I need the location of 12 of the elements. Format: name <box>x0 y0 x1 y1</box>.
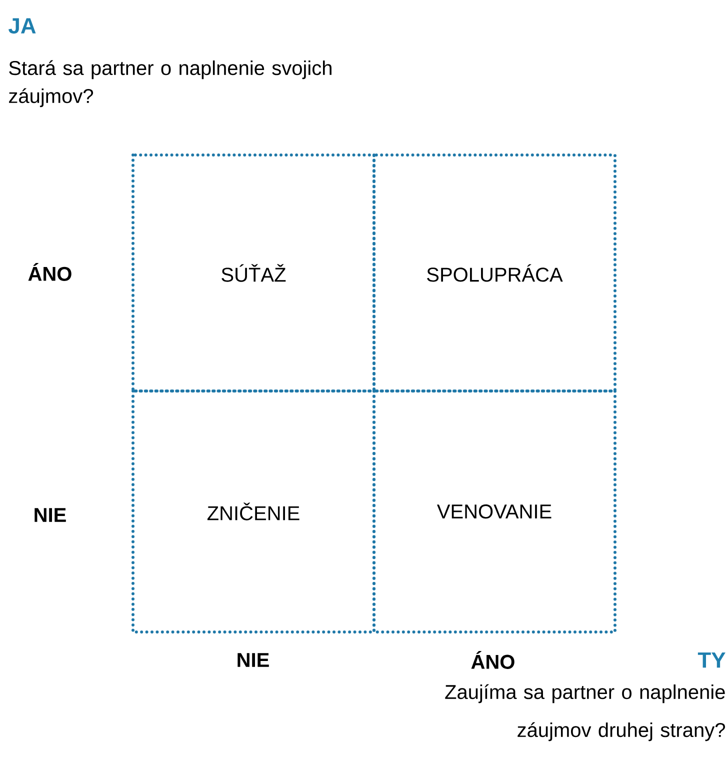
axis-title: TY <box>698 652 726 668</box>
axis-value: NIE <box>238 653 269 667</box>
axis-title: JA <box>8 18 36 34</box>
axis-question: Stará sa partner o naplnenie svojich záujmov? <box>9 60 332 108</box>
quadrant-box: SPOLUPRÁCA <box>372 154 616 392</box>
axis-value: ÁNO <box>471 651 514 669</box>
axis-question: Zaujíma sa partner o naplnenie záujmov druhej strany? <box>445 684 725 742</box>
axis-value: NIE <box>34 508 66 522</box>
quadrant-box: SÚŤAŽ <box>132 154 376 392</box>
quadrant-box: ZNIČENIE <box>132 390 376 634</box>
axis-value: ÁNO <box>28 263 72 281</box>
quadrant-box: VENOVANIE <box>372 390 616 634</box>
